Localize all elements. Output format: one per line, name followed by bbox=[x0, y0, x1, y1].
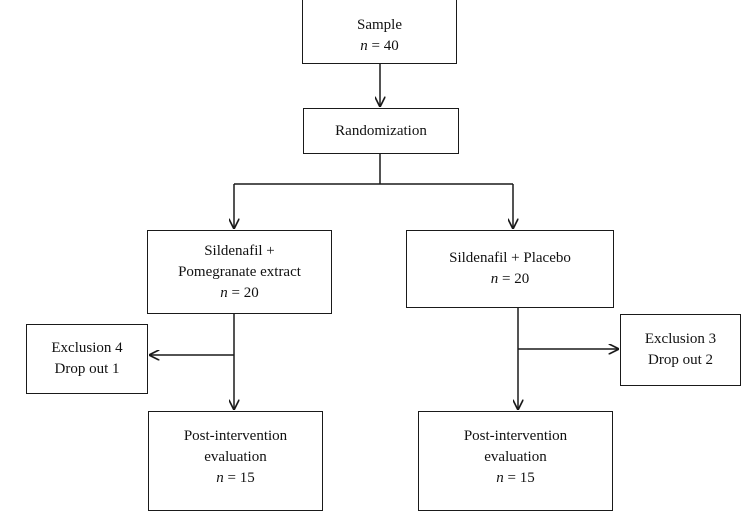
exclusion-a-line1: Exclusion 4 bbox=[51, 340, 123, 356]
arm-a-box: Sildenafil + Pomegranate extract n = 20 bbox=[147, 230, 332, 314]
arm-a-count: n = 20 bbox=[220, 284, 259, 301]
post-a-line2: evaluation bbox=[204, 449, 267, 465]
post-b-line1: Post-intervention bbox=[463, 428, 568, 444]
arm-b-count: n = 20 bbox=[490, 271, 530, 287]
post-b-line2: evaluation bbox=[484, 449, 547, 465]
exclusion-a-line2: Drop out 1 bbox=[54, 361, 120, 377]
exclusion-b-line2: Drop out 2 bbox=[648, 352, 713, 368]
sample-box: Sample n = 40 bbox=[302, 0, 457, 64]
sample-label: Sample bbox=[357, 17, 402, 33]
arm-a-line1: Sildenafil + bbox=[204, 242, 275, 259]
exclusion-b-line1: Exclusion 3 bbox=[644, 331, 717, 347]
randomization-box: Randomization bbox=[303, 108, 459, 154]
sample-count: n = 40 bbox=[360, 38, 399, 54]
arm-a-line2: Pomegranate extract bbox=[178, 263, 301, 280]
post-intervention-a-box: Post-intervention evaluation n = 15 bbox=[148, 411, 323, 511]
exclusion-b-box: Exclusion 3 Drop out 2 bbox=[620, 314, 741, 386]
connector-lines bbox=[0, 64, 750, 499]
arm-b-box: Sildenafil + Placebo n = 20 bbox=[406, 230, 614, 308]
post-b-count: n = 15 bbox=[496, 470, 535, 486]
post-a-count: n = 15 bbox=[216, 470, 255, 486]
post-a-line1: Post-intervention bbox=[183, 428, 288, 444]
arm-b-line1: Sildenafil + Placebo bbox=[449, 250, 571, 266]
post-intervention-b-box: Post-intervention evaluation n = 15 bbox=[418, 411, 613, 511]
exclusion-a-box: Exclusion 4 Drop out 1 bbox=[26, 324, 148, 394]
randomization-label: Randomization bbox=[335, 122, 427, 139]
